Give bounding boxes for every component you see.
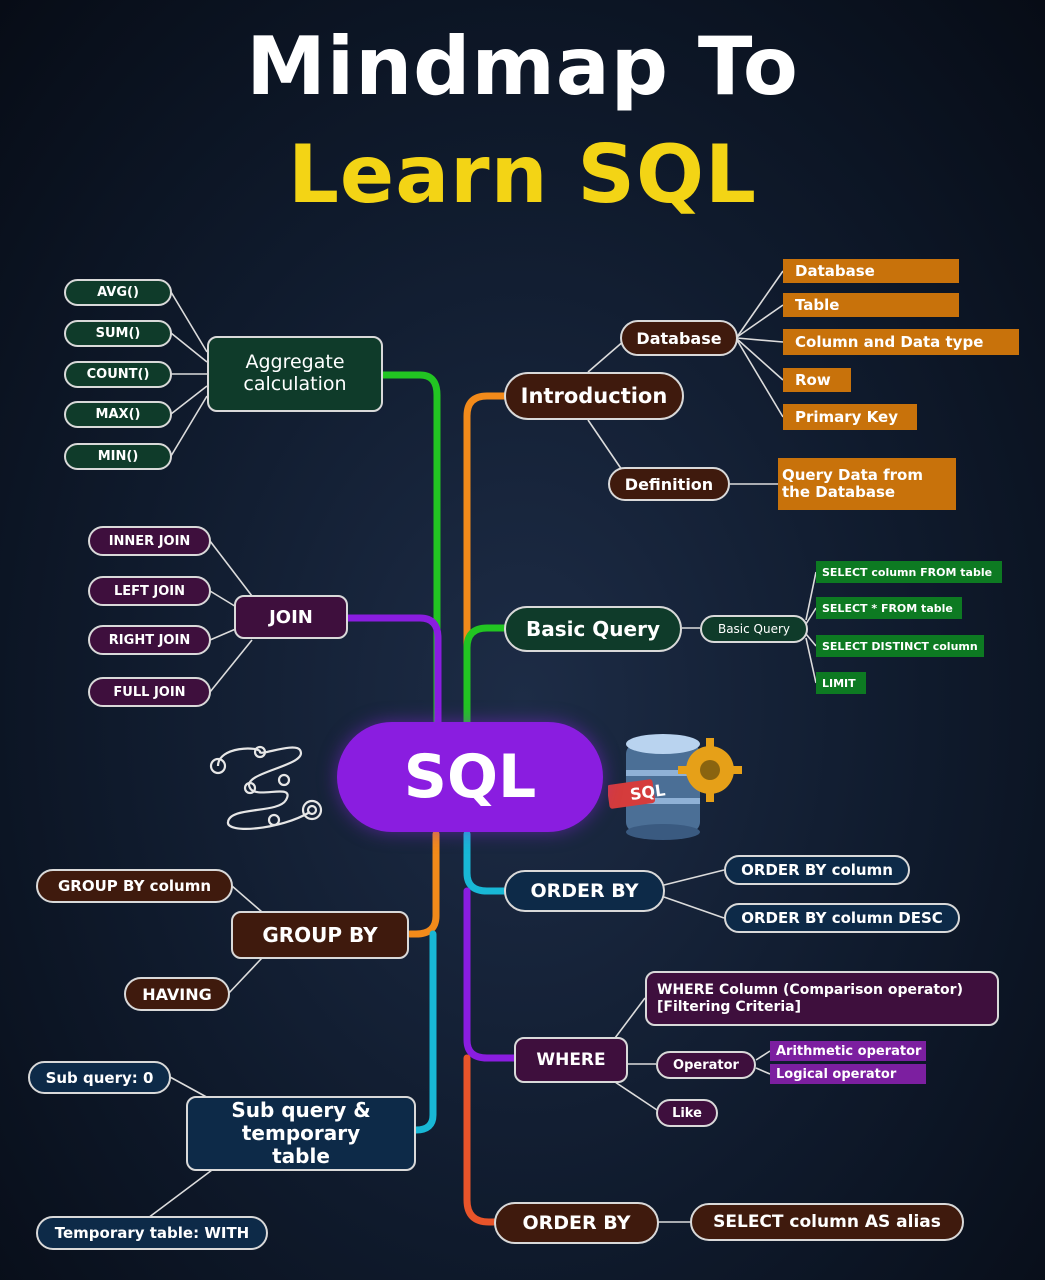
intro-primary-key-item[interactable]: Primary Key [783,404,917,430]
arithmetic-operator-item[interactable]: Arithmetic operator [770,1041,926,1061]
intro-column-data-type-item[interactable]: Column and Data type [783,329,1019,355]
aggregate-calculation-node[interactable]: Aggregate calculation [207,336,383,412]
select-star-from-table-item[interactable]: SELECT * FROM table [816,597,962,619]
aggregate-min-leaf[interactable]: MIN() [64,443,172,470]
introduction-node[interactable]: Introduction [504,372,684,420]
select-column-from-table-item[interactable]: SELECT column FROM table [816,561,1002,583]
aggregate-max-leaf[interactable]: MAX() [64,401,172,428]
definition-subnode[interactable]: Definition [608,467,730,501]
sql-database-gear-icon: SQL [608,734,742,840]
definition-text-item[interactable]: Query Data from the Database [778,458,956,510]
path-steps-icon [209,745,323,830]
title-line-1: Mindmap To [246,20,799,113]
title-line-2: Learn SQL [287,128,758,221]
intro-database-item[interactable]: Database [783,259,959,283]
intro-table-item[interactable]: Table [783,293,959,317]
order-by-column-leaf[interactable]: ORDER BY column [724,855,910,885]
right-join-leaf[interactable]: RIGHT JOIN [88,625,211,655]
group-by-node[interactable]: GROUP BY [231,911,409,959]
like-leaf[interactable]: Like [656,1099,718,1127]
order-by-node-2[interactable]: ORDER BY [494,1202,659,1244]
limit-item[interactable]: LIMIT [816,672,866,694]
operator-subnode[interactable]: Operator [656,1051,756,1079]
aggregate-sum-leaf[interactable]: SUM() [64,320,172,347]
logical-operator-item[interactable]: Logical operator [770,1064,926,1084]
left-join-leaf[interactable]: LEFT JOIN [88,576,211,606]
basic-query-subnode[interactable]: Basic Query [700,615,808,643]
aggregate-count-leaf[interactable]: COUNT() [64,361,172,388]
intro-row-item[interactable]: Row [783,368,851,392]
order-by-column-desc-leaf[interactable]: ORDER BY column DESC [724,903,960,933]
group-by-column-leaf[interactable]: GROUP BY column [36,869,233,903]
database-subnode[interactable]: Database [620,320,738,356]
select-distinct-column-item[interactable]: SELECT DISTINCT column [816,635,984,657]
order-by-node-1[interactable]: ORDER BY [504,870,665,912]
basic-query-node[interactable]: Basic Query [504,606,682,652]
sql-icon-label: SQL [629,780,667,804]
having-leaf[interactable]: HAVING [124,977,230,1011]
sub-query-leaf[interactable]: Sub query: 0 [28,1061,171,1094]
sql-center-node[interactable]: SQL [337,722,603,832]
aggregate-avg-leaf[interactable]: AVG() [64,279,172,306]
inner-join-leaf[interactable]: INNER JOIN [88,526,211,556]
where-node[interactable]: WHERE [514,1037,628,1083]
where-condition-leaf[interactable]: WHERE Column (Comparison operator) [Filt… [645,971,999,1026]
full-join-leaf[interactable]: FULL JOIN [88,677,211,707]
select-column-as-alias-leaf[interactable]: SELECT column AS alias [690,1203,964,1241]
subquery-temporary-table-node[interactable]: Sub query & temporary table [186,1096,416,1171]
temporary-table-with-leaf[interactable]: Temporary table: WITH [36,1216,268,1250]
join-node[interactable]: JOIN [234,595,348,639]
